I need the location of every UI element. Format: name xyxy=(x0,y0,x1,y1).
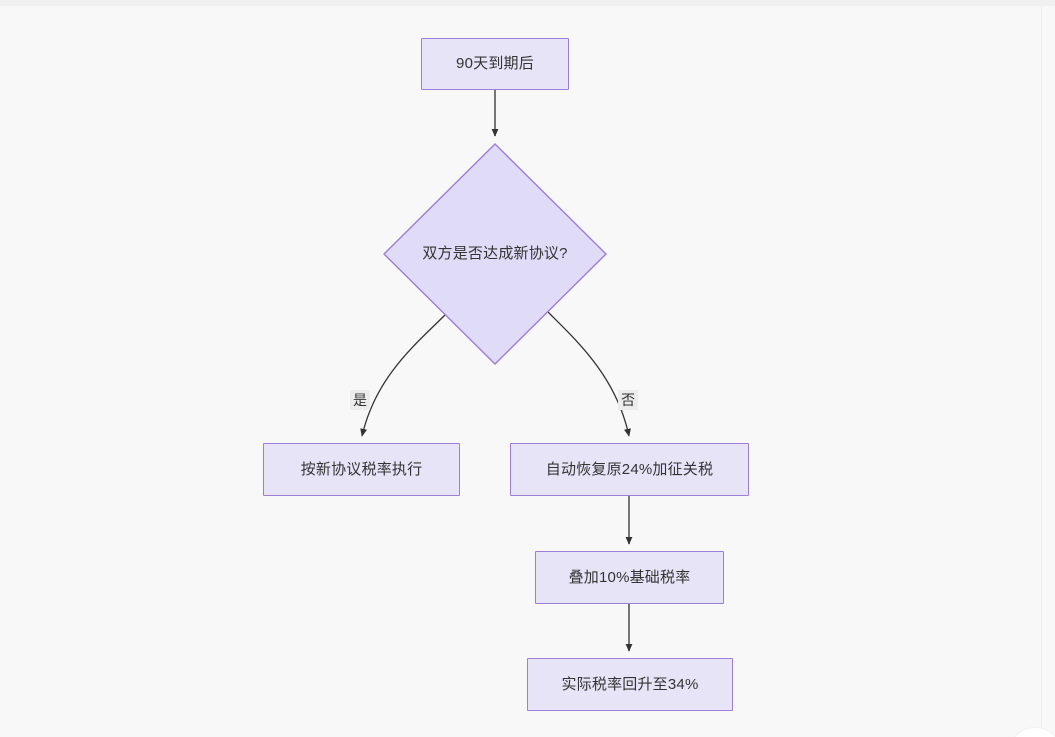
edge-label-yes: 是 xyxy=(350,390,370,411)
node-start-label: 90天到期后 xyxy=(456,55,534,72)
diamond-shape-icon xyxy=(383,143,607,365)
node-stack-base[interactable]: 叠加10%基础税率 xyxy=(535,551,724,604)
node-yes-result[interactable]: 按新协议税率执行 xyxy=(263,443,460,496)
node-stack-base-label: 叠加10%基础税率 xyxy=(568,568,691,586)
node-final-rate-label: 实际税率回升至34% xyxy=(561,675,699,693)
node-start[interactable]: 90天到期后 xyxy=(421,38,569,90)
node-final-rate[interactable]: 实际税率回升至34% xyxy=(527,658,733,711)
node-decision-label: 双方是否达成新协议? xyxy=(422,245,568,262)
right-panel-divider xyxy=(1041,6,1042,737)
node-no-result-label: 自动恢复原24%加征关税 xyxy=(545,460,714,478)
top-strip xyxy=(0,0,1055,6)
node-no-result[interactable]: 自动恢复原24%加征关税 xyxy=(510,443,749,496)
edge-label-no: 否 xyxy=(618,390,638,411)
node-decision[interactable]: 双方是否达成新协议? xyxy=(383,143,607,365)
node-yes-result-label: 按新协议税率执行 xyxy=(300,460,423,478)
